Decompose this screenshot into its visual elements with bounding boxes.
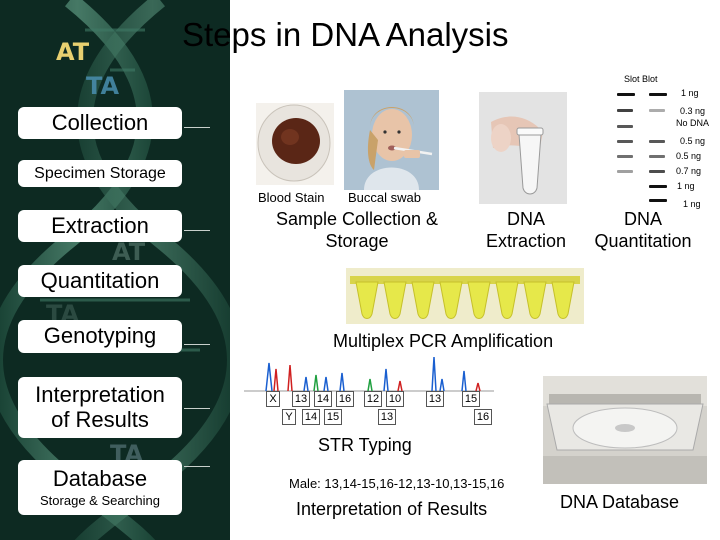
step-sublabel: Storage & Searching xyxy=(40,492,160,508)
str-allele-box: 14 xyxy=(314,391,332,407)
step-genotyping[interactable]: Genotyping xyxy=(18,320,182,353)
slot-blot-label: 0.3 ng xyxy=(680,106,706,116)
step-database[interactable]: Database Storage & Searching xyxy=(18,460,182,515)
buccal-swab-caption: Buccal swab xyxy=(348,190,421,205)
blot-band xyxy=(649,109,665,112)
dna-extraction-image xyxy=(479,92,567,204)
str-allele-box: 10 xyxy=(386,391,404,407)
helix-letter: TA xyxy=(86,72,120,100)
helix-letter: AT xyxy=(56,38,90,66)
str-allele-box: 13 xyxy=(378,409,396,425)
step-tick xyxy=(184,127,210,128)
dna-database-caption: DNA Database xyxy=(560,492,680,512)
slot-blot-label: No DNA xyxy=(676,118,710,128)
left-panel: AT TA AT TA TA Collection Specimen Stora… xyxy=(0,0,230,540)
str-allele-box: 16 xyxy=(336,391,354,407)
str-allele-box: Y xyxy=(282,409,296,425)
slot-blot-label: 1 ng xyxy=(683,199,701,209)
helix-letter: AT xyxy=(112,238,146,266)
step-label: Interpretation of Results xyxy=(35,382,165,432)
step-tick xyxy=(184,344,210,345)
str-allele-box: 16 xyxy=(474,409,492,425)
step-tick xyxy=(184,230,210,231)
slot-blot-label: 1 ng xyxy=(681,88,699,98)
blot-band xyxy=(617,125,633,128)
step-label: Quantitation xyxy=(40,267,160,293)
slot-blot-title: Slot Blot xyxy=(624,74,658,84)
blood-stain-caption: Blood Stain xyxy=(258,190,325,205)
blot-band xyxy=(649,199,667,202)
str-allele-box: 13 xyxy=(426,391,444,407)
blot-band xyxy=(649,170,665,173)
dna-database-image xyxy=(543,376,707,484)
blot-band xyxy=(649,155,665,158)
dna-extraction-caption: DNA Extraction xyxy=(485,209,567,251)
blot-band xyxy=(617,155,633,158)
blot-band xyxy=(649,140,665,143)
step-tick xyxy=(184,466,210,467)
slot-blot-label: 0.5 ng xyxy=(680,136,706,146)
step-label: Collection xyxy=(51,109,149,135)
str-allele-box: 14 xyxy=(302,409,320,425)
blot-band xyxy=(649,93,667,96)
interpretation-caption: Interpretation of Results xyxy=(296,499,488,519)
step-collection[interactable]: Collection xyxy=(18,107,182,139)
str-allele-box: 12 xyxy=(364,391,382,407)
multiplex-pcr-caption: Multiplex PCR Amplification xyxy=(333,331,554,351)
step-interpretation[interactable]: Interpretation of Results xyxy=(18,377,182,438)
blot-band xyxy=(617,109,633,112)
slide-title: Steps in DNA Analysis xyxy=(182,16,509,53)
step-label: Genotyping xyxy=(43,323,157,349)
str-allele-box: X xyxy=(266,391,280,407)
step-tick xyxy=(184,408,210,409)
slot-blot-label: 0.7 ng xyxy=(676,166,702,176)
str-allele-box: 13 xyxy=(292,391,310,407)
blot-band xyxy=(617,140,633,143)
sample-collection-caption: Sample Collection & Storage xyxy=(275,209,439,251)
step-extraction[interactable]: Extraction xyxy=(18,210,182,242)
str-electropherogram: X 13 14 16 12 10 13 15 Y 14 15 13 16 xyxy=(244,355,494,427)
step-label: Specimen Storage xyxy=(34,164,166,182)
blot-band xyxy=(617,93,635,96)
blot-band xyxy=(617,170,633,173)
pcr-tubes-image xyxy=(346,268,584,324)
buccal-swab-image xyxy=(344,90,439,190)
male-profile-text: Male: 13,14-15,16-12,13-10,13-15,16 xyxy=(289,476,505,491)
slot-blot-label: 1 ng xyxy=(677,181,695,191)
slot-blot-label: 0.5 ng xyxy=(676,151,702,161)
blot-band xyxy=(649,185,667,188)
step-quantitation[interactable]: Quantitation xyxy=(18,265,182,297)
dna-quantitation-caption: DNA Quantitation xyxy=(594,209,692,251)
step-label: Extraction xyxy=(51,212,149,238)
step-specimen-storage[interactable]: Specimen Storage xyxy=(18,160,182,187)
step-label: Database xyxy=(52,465,148,491)
str-allele-box: 15 xyxy=(324,409,342,425)
blood-stain-image xyxy=(256,103,334,185)
str-typing-caption: STR Typing xyxy=(318,435,412,455)
str-allele-box: 15 xyxy=(462,391,480,407)
